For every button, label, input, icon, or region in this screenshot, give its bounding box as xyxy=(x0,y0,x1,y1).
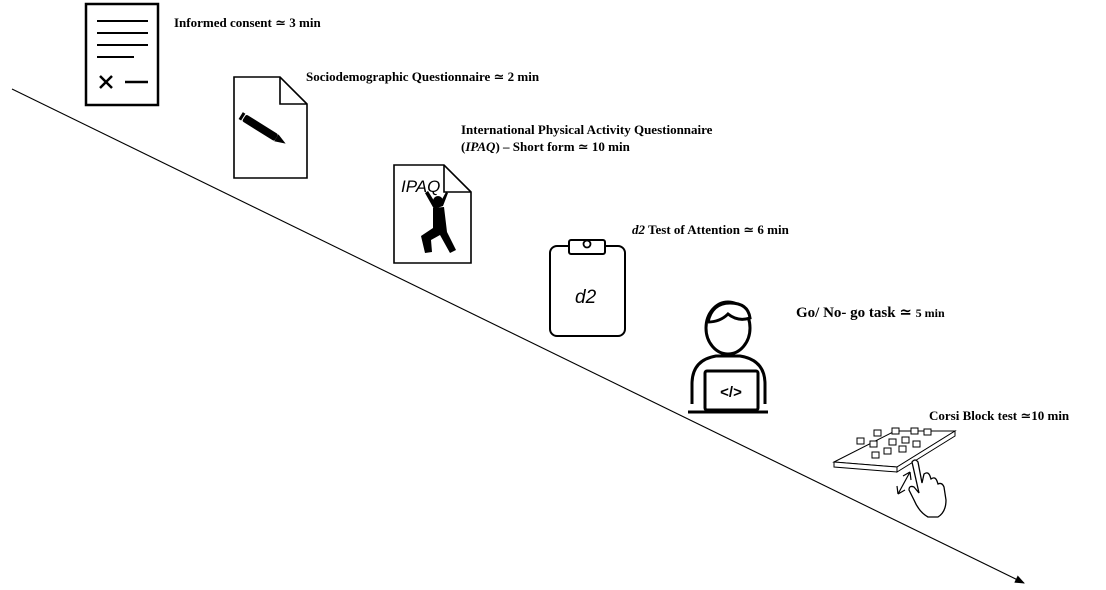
ipaq-label-line2: (IPAQ) – Short form ≃ 10 min xyxy=(461,138,712,155)
d2-label-rest: Test of Attention ≃ 6 min xyxy=(645,222,789,237)
go-no-go-label: Go/ No- go task ≃ 5 min xyxy=(796,305,945,322)
sociodemographic-label: Sociodemographic Questionnaire ≃ 2 min xyxy=(306,68,539,85)
informed-consent-label: Informed consent ≃ 3 min xyxy=(174,14,321,31)
ipaq-label-line1: International Physical Activity Question… xyxy=(461,121,712,138)
clipboard-icon: d2 xyxy=(550,240,625,336)
corsi-board-icon xyxy=(834,428,955,517)
ipaq-document-icon: IPAQ xyxy=(394,165,471,263)
corsi-label: Corsi Block test ≃10 min xyxy=(929,407,1069,424)
d2-icon-text: d2 xyxy=(575,287,597,308)
ipaq-label: International Physical Activity Question… xyxy=(461,121,712,155)
ipaq-label-acronym: IPAQ xyxy=(465,139,495,154)
ipaq-label-rest: ) – Short form ≃ 10 min xyxy=(495,139,629,154)
go-no-go-label-unit: 5 min xyxy=(916,306,945,320)
document-pen-icon xyxy=(234,77,307,178)
go-no-go-label-main: Go/ No- go task ≃ xyxy=(796,305,916,321)
d2-label: d2 Test of Attention ≃ 6 min xyxy=(632,221,789,238)
d2-label-italic: d2 xyxy=(632,222,645,237)
code-icon-text: </> xyxy=(720,384,742,401)
timeline-arrow xyxy=(12,89,1024,583)
ipaq-icon-text: IPAQ xyxy=(401,177,440,196)
document-signature-icon xyxy=(86,4,158,105)
